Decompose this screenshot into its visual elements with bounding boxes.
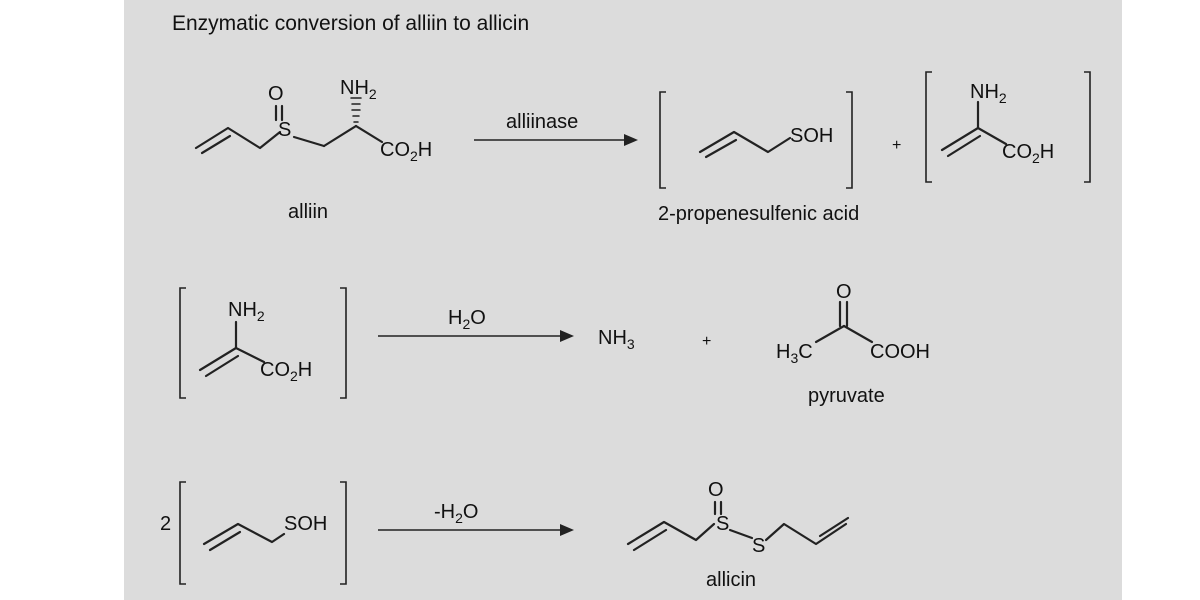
- water-reagent-label: H2O: [448, 307, 486, 332]
- sulfenic-allyl-chain: [698, 130, 792, 154]
- left-bracket: [659, 91, 666, 189]
- allicin-oxygen-label: O: [708, 479, 724, 501]
- allicin-right-allyl-chain: [764, 522, 848, 546]
- arrow-head: [560, 330, 574, 342]
- alliin-acid-label: CO2H: [380, 139, 432, 164]
- reactant-acid-bond: [234, 346, 266, 364]
- scheme-title: Enzymatic conversion of alliin to allici…: [172, 12, 529, 35]
- pyruvate-methyl-label: H3C: [776, 341, 813, 366]
- left-bracket: [925, 71, 932, 183]
- allicin-structure: O S S allicin: [626, 479, 850, 591]
- right-bracket: [1084, 71, 1091, 183]
- allicin-sulfur1-label: S: [716, 513, 729, 535]
- allicin-left-double-bond: [632, 528, 668, 552]
- alliin-methylene-bond: [292, 135, 326, 148]
- alliin-amine-label: NH2: [340, 77, 377, 102]
- plus-sign-2: +: [702, 333, 711, 350]
- alliin-oxygen-label: O: [268, 83, 284, 105]
- reaction-scheme: Enzymatic conversion of alliin to allici…: [160, 12, 1091, 591]
- right-bracket: [340, 481, 347, 585]
- aminoacrylic-amine-label: NH2: [970, 81, 1007, 106]
- aminoacrylic-acid-label: CO2H: [1002, 141, 1054, 166]
- right-bracket: [340, 287, 347, 399]
- pyruvate-name: pyruvate: [808, 385, 885, 407]
- plus-sign-1: +: [892, 137, 901, 154]
- dehydration-arrow: -H2O: [378, 501, 574, 536]
- pyruvate-structure: H3C O COOH pyruvate: [776, 281, 930, 407]
- pyruvate-methyl-bond: [814, 324, 846, 344]
- allicin-name: allicin: [706, 569, 756, 591]
- alliin-allyl-chain: [194, 126, 282, 150]
- aminoacrylic-acid-bond: [976, 126, 1008, 146]
- alliin-stereo-hash: [350, 97, 362, 123]
- sulfenic-group-label: SOH: [790, 125, 833, 147]
- pyruvate-acid-bond: [842, 324, 874, 344]
- propenesulfenic-acid-structure: SOH 2-propenesulfenic acid: [658, 91, 859, 225]
- left-bracket: [179, 481, 186, 585]
- reactant-double-bond: [198, 346, 238, 372]
- reactant-allyl-chain: [202, 522, 286, 546]
- alliinase-arrow: alliinase: [474, 111, 638, 146]
- scheme-canvas: Enzymatic conversion of alliin to allici…: [124, 0, 1122, 600]
- alliin-double-bond: [200, 134, 232, 155]
- left-bracket: [179, 287, 186, 399]
- allicin-disulfide-bond: [728, 528, 754, 540]
- hydrolysis-arrow: H2O: [378, 307, 574, 342]
- arrow-head: [624, 134, 638, 146]
- reactant-acid-label: CO2H: [260, 359, 312, 384]
- stoichiometric-coefficient: 2: [160, 513, 171, 535]
- pyruvate-oxygen-label: O: [836, 281, 852, 303]
- enzyme-label: alliinase: [506, 111, 578, 133]
- alliin-sulfur-label: S: [278, 119, 291, 141]
- alliin-name: alliin: [288, 201, 328, 223]
- allicin-left-allyl-chain: [626, 520, 716, 546]
- dehydration-reagent-label: -H2O: [434, 501, 478, 526]
- sulfenic-acid-reactant: SOH: [179, 481, 347, 585]
- reactant-sulfenic-group-label: SOH: [284, 513, 327, 535]
- arrow-head: [560, 524, 574, 536]
- allicin-right-double-bond: [818, 516, 850, 538]
- aminoacrylic-acid-reactant: NH2 CO2H: [179, 287, 347, 399]
- sulfenic-double-bond: [704, 138, 738, 159]
- sulfenic-acid-name: 2-propenesulfenic acid: [658, 203, 859, 225]
- aminoacrylic-double-bond: [940, 126, 980, 152]
- ammonia-label: NH3: [598, 327, 635, 352]
- reactant-amine-label: NH2: [228, 299, 265, 324]
- reactant-double-bond: [208, 530, 242, 552]
- alliin-structure: O S NH2 CO2H alliin: [194, 77, 432, 223]
- allicin-sulfur2-label: S: [752, 535, 765, 557]
- right-bracket: [846, 91, 853, 189]
- aminoacrylic-acid-structure: NH2 CO2H: [925, 71, 1091, 183]
- pyruvate-acid-label: COOH: [870, 341, 930, 363]
